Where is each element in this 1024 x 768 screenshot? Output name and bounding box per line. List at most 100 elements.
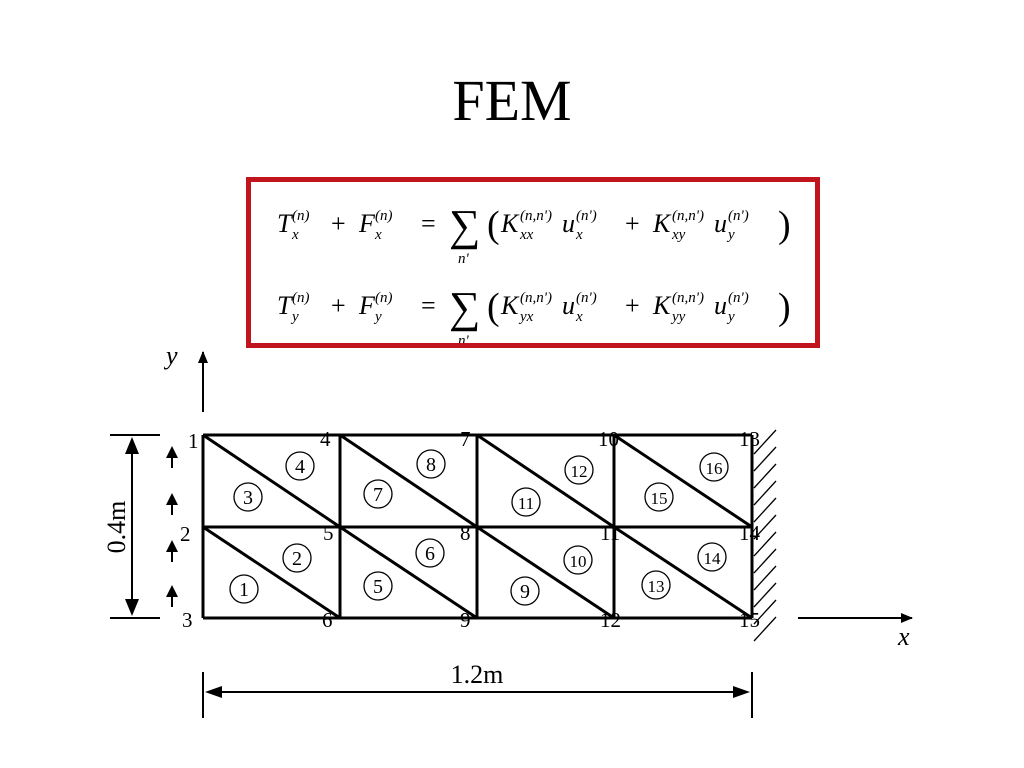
height-dimension: 0.4m [102,434,160,619]
summation-sign: ∑ [449,201,480,250]
node-label-1: 1 [188,429,199,453]
element-label-15: 15 [644,482,674,512]
height-label: 0.4m [102,501,131,554]
stiffness-2-superscript: (n,n') [672,208,704,224]
displacement-symbol-1: u [562,291,575,320]
load-arrow-2 [166,493,178,515]
plus-sign: + [331,291,346,320]
element-label-2: 2 [282,543,312,573]
stiffness-symbol-2: K [652,291,672,320]
mesh-diagonal [613,433,753,529]
displacement-2-subscript: y [726,309,735,325]
close-paren: ) [778,286,791,328]
force-symbol: F [358,209,376,238]
hatch-line [753,548,777,574]
load-arrows [166,446,178,607]
displacement-1-superscript: (n') [576,208,597,224]
svg-text:13: 13 [648,577,665,596]
node-label-9: 9 [460,608,471,632]
displacement-symbol-2: u [714,209,727,238]
element-label-11: 11 [511,487,541,517]
traction-symbol: T [277,209,293,238]
traction-subscript: y [290,309,299,325]
stiffness-1-superscript: (n,n') [520,290,552,306]
mesh-diagonal [613,525,753,620]
stiffness-2-subscript: yy [670,309,686,325]
svg-text:9: 9 [520,581,530,603]
hatch-line [753,565,777,591]
equals-sign: = [421,209,436,238]
svg-text:2: 2 [292,548,302,570]
stiffness-1-superscript: (n,n') [520,208,552,224]
width-dimension: 1.2m [202,660,753,718]
svg-text:6: 6 [425,543,435,565]
load-arrow-4 [166,585,178,607]
svg-text:3: 3 [243,487,253,509]
mesh-diagonal [339,525,478,620]
svg-text:1: 1 [239,579,249,601]
displacement-2-superscript: (n') [728,290,749,306]
hatch-line [753,429,777,455]
force-superscript: (n) [375,290,393,306]
mesh-diagonal [339,433,478,529]
force-subscript: y [373,309,382,325]
force-symbol: F [358,291,376,320]
element-label-4: 4 [285,451,315,481]
node-label-8: 8 [460,521,471,545]
element-label-10: 10 [563,545,593,575]
mesh-diagonal [476,525,615,620]
element-label-9: 9 [510,576,540,606]
hatch-line [753,446,777,472]
plus-sign: + [331,209,346,238]
displacement-2-subscript: y [726,227,735,243]
hatch-line [753,582,777,608]
element-label-14: 14 [697,542,727,572]
force-superscript: (n) [375,208,393,224]
svg-text:5: 5 [373,576,383,598]
hatch-line [753,497,777,523]
mesh-diagonal [476,433,615,529]
traction-subscript: x [291,227,299,243]
traction-superscript: (n) [292,290,310,306]
stiffness-symbol-2: K [652,209,672,238]
element-label-7: 7 [363,479,393,509]
hatch-line [753,531,777,557]
width-label: 1.2m [451,660,504,689]
summation-index: n' [458,333,470,343]
node-label-15: 15 [739,608,760,632]
svg-text:8: 8 [426,454,436,476]
element-label-3: 3 [233,482,263,512]
stiffness-1-subscript: yx [518,309,534,325]
mesh-grid [201,433,754,620]
svg-text:7: 7 [373,484,383,506]
traction-symbol: T [277,291,293,320]
hatch-line [753,599,777,625]
hatch-line [753,616,777,642]
open-paren: ( [487,286,500,328]
svg-text:16: 16 [706,459,723,478]
equals-sign: = [421,291,436,320]
summation-index: n' [458,251,470,267]
y-axis-label: y [163,341,178,370]
svg-text:12: 12 [571,462,588,481]
plus-sign-2: + [625,291,640,320]
slide-title: FEM [452,68,572,133]
element-label-16: 16 [699,452,729,482]
stiffness-symbol-1: K [500,291,520,320]
node-label-11: 11 [600,521,620,545]
element-label-12: 12 [564,455,594,485]
node-label-13: 13 [739,427,760,451]
traction-superscript: (n) [292,208,310,224]
close-paren: ) [778,204,791,246]
displacement-1-superscript: (n') [576,290,597,306]
node-label-12: 12 [600,608,621,632]
load-arrow-3 [166,540,178,562]
displacement-symbol-1: u [562,209,575,238]
